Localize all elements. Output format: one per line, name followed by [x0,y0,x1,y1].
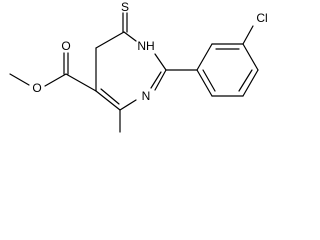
bond-ph6-ph1-inner [202,69,216,92]
bond-c2-n3 [154,69,167,91]
bond-n3-c4 [119,99,137,111]
bond-ph1-ph2 [196,43,213,71]
structure-canvas: S NH N Cl O O [9,0,268,133]
bond-ester-c-ester-o [44,73,67,87]
bond-c6-c5-link [95,31,125,49]
bond-n1-c2 [154,53,167,71]
bond-ph6-ph1 [196,69,213,97]
bond-ester-o-methyl [9,73,30,86]
atom-label-ester-o: O [32,81,41,95]
bond-ph4-ph5-inner [238,69,253,92]
atom-label-n: N [142,89,151,103]
bond-c2-n3-inner [150,71,162,89]
bond-ph3-cl [242,25,254,45]
bond-c4-c5-inner [100,88,120,105]
bond-c5-ester-c [65,73,97,92]
bond-ph3-ph4 [242,43,259,71]
bond-c4-c5 [95,90,121,111]
atom-label-s: S [121,0,129,14]
bond-ph4-ph5 [242,69,259,97]
atom-label-nh: NH [137,39,154,53]
bond-c6-n1 [123,31,137,42]
molecule-structure: S NH N Cl O O [9,0,268,133]
atom-label-cl: Cl [256,11,267,25]
atom-label-carbonyl-o: O [61,39,70,53]
